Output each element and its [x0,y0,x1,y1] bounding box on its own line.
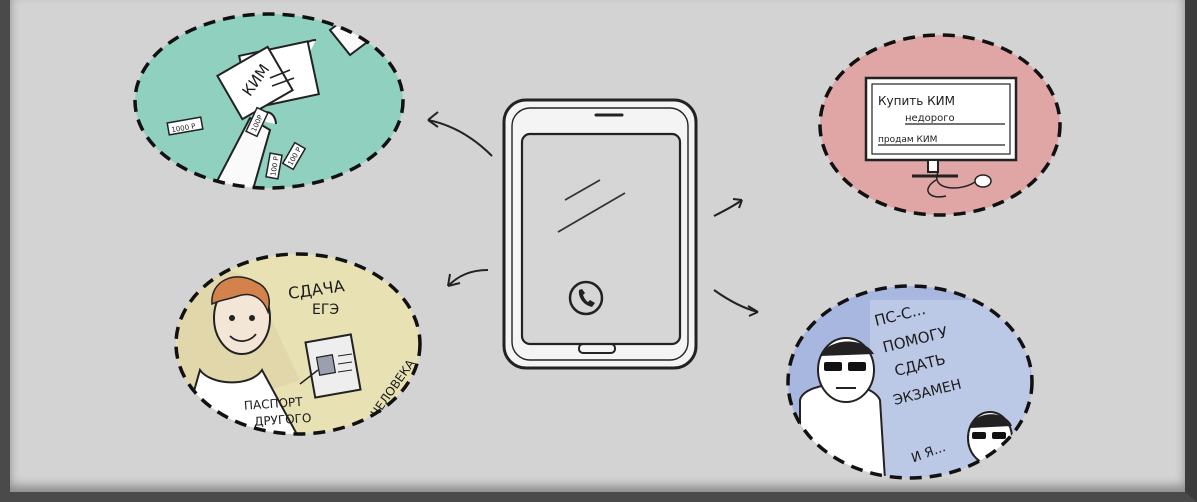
caption-title-2: ЕГЭ [312,302,339,318]
scene-kim-bribe: КИМ 1000 Р 100Р 100 Р 100 Р [135,0,410,200]
arrow-icon [714,199,742,216]
mouse-icon [975,175,991,187]
ad-line-3: продам КИМ [878,135,937,145]
scene-fake-passport: СДАЧА ЕГЭ ПАСПОРТ ДРУГОГО ЧЕЛОВЕКА [176,254,420,440]
arrow-icon [714,290,758,316]
smartphone [504,100,696,368]
arrow-icon [448,270,488,286]
arrow-icon [428,112,492,156]
ad-line-1: Купить КИМ [878,94,955,108]
ad-line-2: недорого [905,113,955,124]
scene-online-sale: Купить КИМ недорого продам КИМ [820,35,1060,215]
scene-exam-helpers: ПС-С... ПОМОГУ СДАТЬ ЭКЗАМЕН И Я... [788,286,1032,490]
passport-icon [305,334,360,397]
